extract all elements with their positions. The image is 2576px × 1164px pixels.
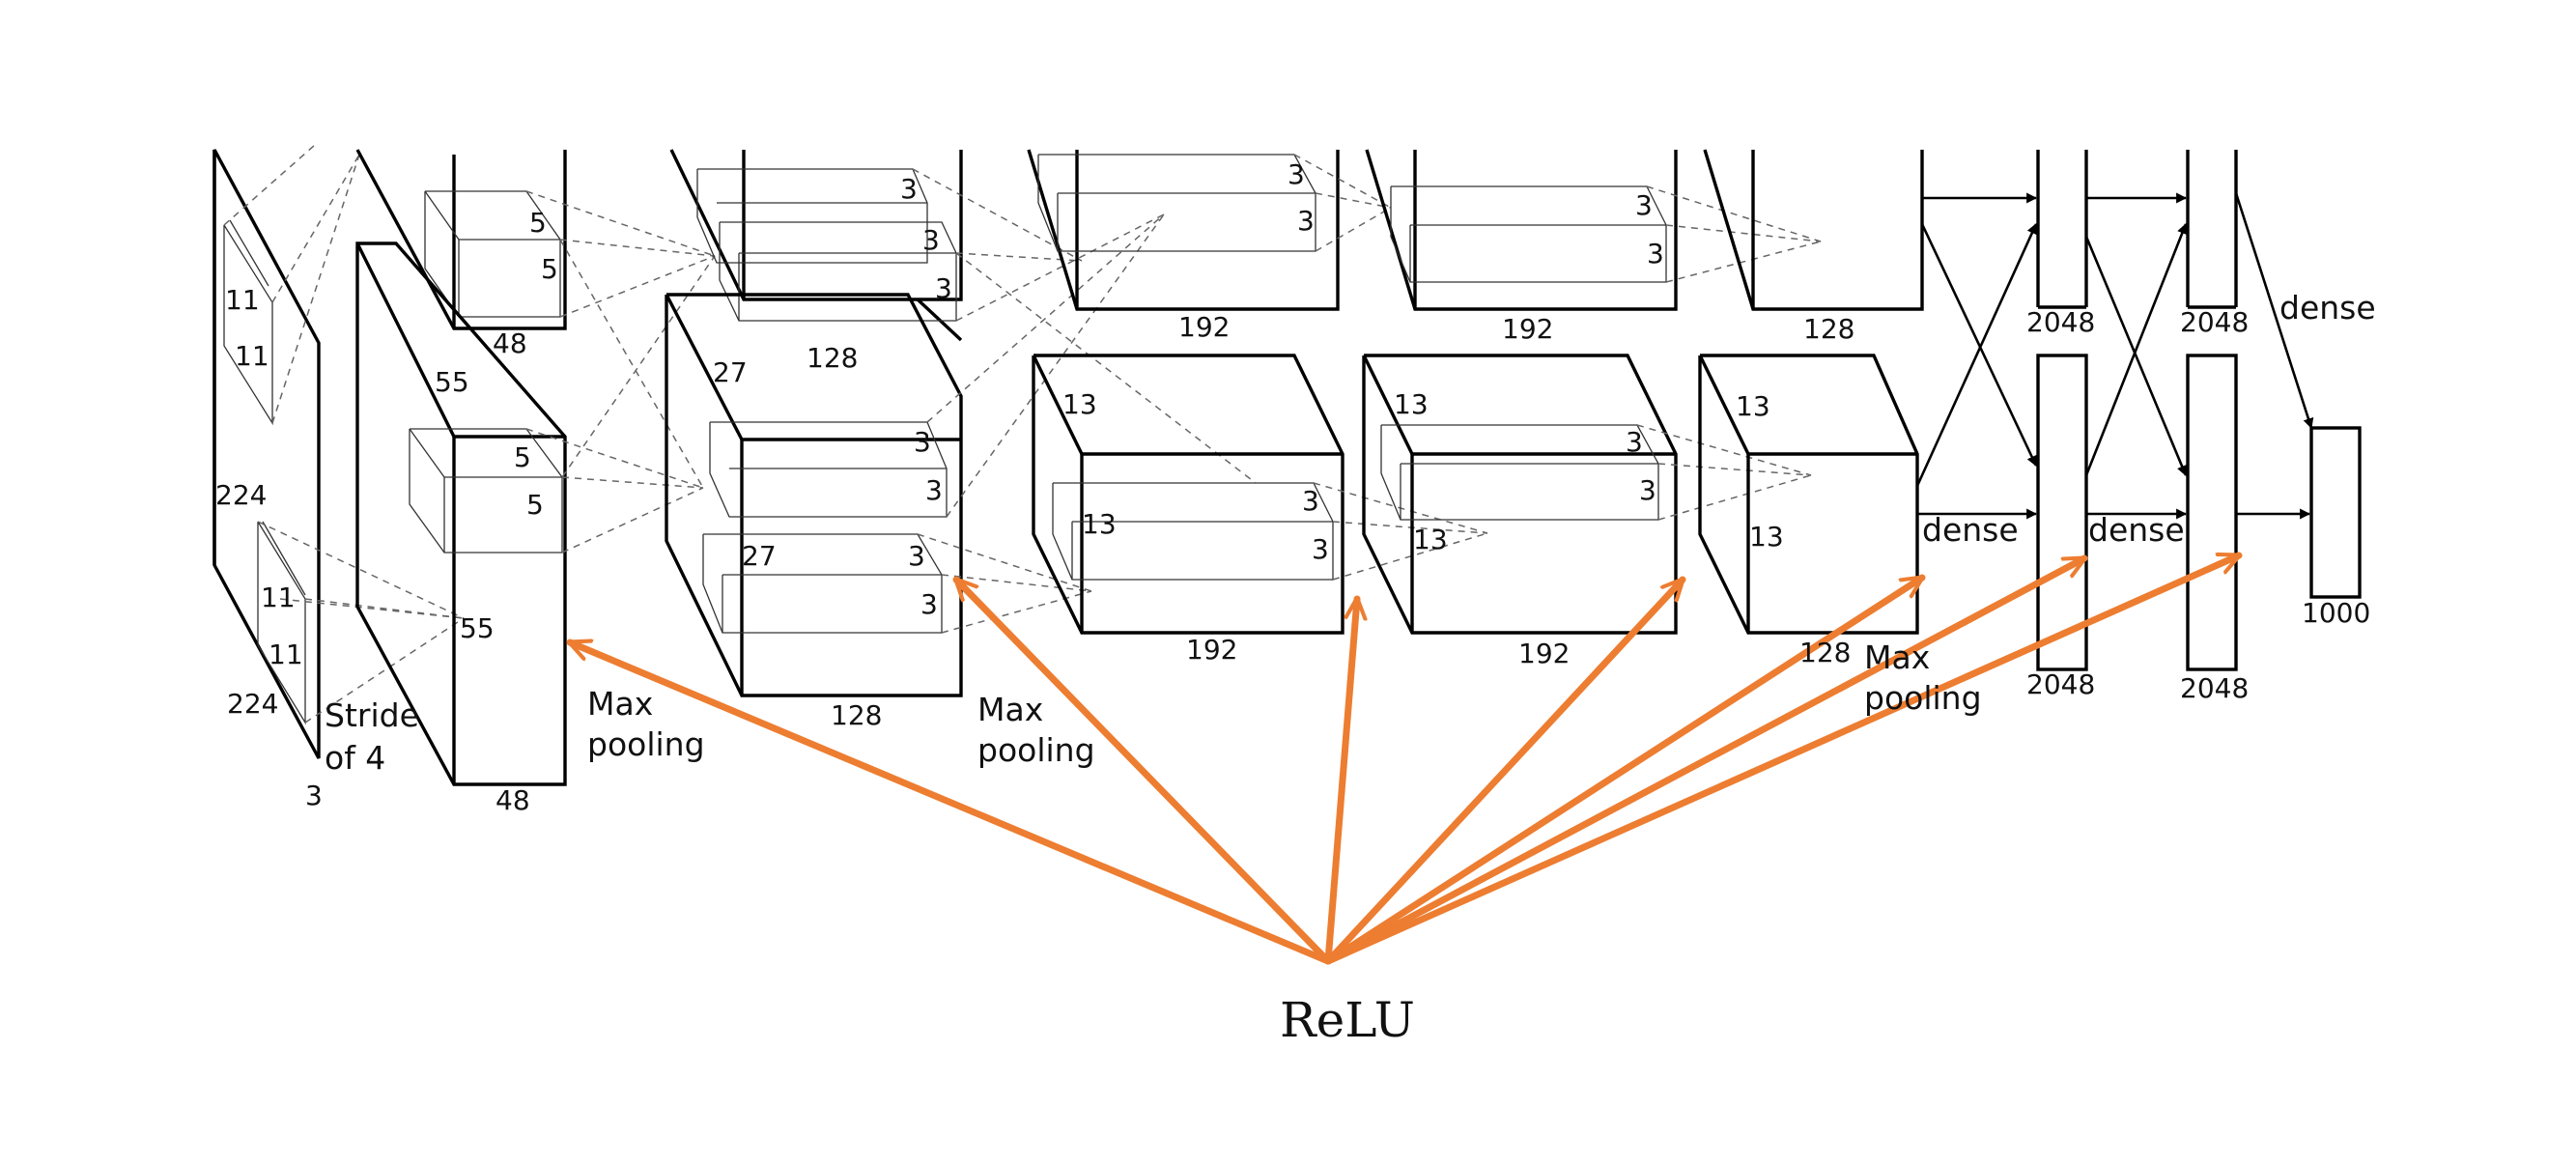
conv4-kernel-label: 3	[1302, 485, 1319, 517]
output-size-label: 1000	[2302, 597, 2370, 629]
conv5-size-label: 13	[1749, 521, 1784, 553]
fc7-size-label: 2048	[2180, 306, 2249, 338]
conv3-size-label: 13	[1062, 388, 1097, 420]
conv1-kernel-label: 11	[261, 582, 296, 613]
stride-label: of 4	[325, 739, 385, 777]
conv3-kernel-label: 3	[922, 224, 940, 256]
max-pooling-label: pooling	[977, 731, 1095, 769]
conv1-kernel-label: 11	[225, 284, 260, 316]
fc7-size-label: 2048	[2180, 672, 2249, 704]
conv5-layer	[1698, 149, 1924, 635]
conv2-kernel-label: 5	[514, 441, 531, 473]
conv1-kernel-label: 11	[235, 340, 269, 372]
relu-arrow-conv2	[952, 576, 1332, 965]
dense-layers	[1915, 150, 2362, 671]
max-pooling-label: Max	[587, 685, 653, 723]
conv5-size-label: 13	[1736, 390, 1770, 422]
dense-label: dense	[2279, 289, 2376, 326]
conv3-kernel-label: 3	[925, 474, 943, 506]
relu-arrow-fc6	[1324, 554, 2088, 965]
conv2-size-label: 27	[742, 540, 777, 572]
conv5-kernel-label: 3	[1639, 474, 1656, 506]
conv4-size-label: 13	[1413, 524, 1448, 555]
conv2-depth-label: 128	[807, 342, 858, 374]
input-depth-label: 3	[305, 780, 323, 811]
conv3-kernel-label: 3	[920, 588, 938, 620]
conv4-kernel-label: 3	[1297, 205, 1315, 237]
conv1-kernel-label: 11	[269, 639, 303, 670]
conv3-depth-label: 192	[1178, 311, 1230, 343]
conv1-size-label: 55	[460, 612, 495, 644]
conv4-kernel-label: 3	[1312, 533, 1329, 565]
relu-arrow-conv3	[1324, 595, 1357, 965]
conv3-layer	[1027, 149, 1488, 635]
conv4-depth-label: 192	[1518, 638, 1570, 669]
conv3-kernel-label: 3	[908, 540, 925, 572]
conv5-kernel-label: 3	[1626, 426, 1643, 458]
conv3-kernel-label: 3	[900, 173, 918, 205]
conv2-depth-label: 128	[831, 699, 882, 731]
conv3-depth-label: 192	[1186, 634, 1237, 666]
conv4-size-label: 13	[1394, 388, 1429, 420]
fc6-size-label: 2048	[2026, 306, 2095, 338]
relu-arrow-conv1	[566, 642, 1332, 965]
fc6-size-label: 2048	[2026, 668, 2095, 700]
dense-label: dense	[1922, 511, 2019, 549]
relu-arrow-fc7	[1324, 552, 2243, 965]
text-labels: 224 224 3 11 11 11 11 Stride of 4 55 55 …	[215, 158, 2376, 1048]
conv2-kernel-label: 5	[526, 489, 544, 521]
relu-arrows	[566, 552, 2243, 965]
dense-label: dense	[2088, 511, 2185, 549]
conv3-kernel-label: 3	[935, 272, 952, 304]
max-pooling-label: Max	[1864, 639, 1930, 676]
stride-label: Stride	[325, 696, 419, 734]
conv3-kernel-label: 3	[914, 426, 931, 458]
conv5-kernel-label: 3	[1635, 189, 1653, 221]
conv5-depth-label: 128	[1803, 313, 1854, 345]
conv2-kernel-label: 5	[541, 253, 558, 285]
relu-caption: ReLU	[1280, 992, 1415, 1048]
input-width-label: 224	[227, 688, 278, 720]
max-pooling-label: pooling	[587, 725, 705, 763]
conv4-kernel-label: 3	[1288, 158, 1305, 190]
conv3-size-label: 13	[1082, 508, 1117, 540]
conv4-depth-label: 192	[1502, 313, 1553, 345]
max-pooling-label: Max	[977, 691, 1043, 728]
conv1-depth-label: 48	[493, 327, 527, 359]
conv1-layer	[355, 149, 716, 786]
conv5-kernel-label: 3	[1647, 238, 1664, 270]
conv2-layer	[665, 149, 1257, 697]
conv5-depth-label: 128	[1799, 637, 1851, 668]
input-layer	[212, 144, 465, 759]
max-pooling-label: pooling	[1864, 679, 1982, 717]
input-height-label: 224	[215, 479, 267, 511]
conv2-size-label: 27	[713, 356, 748, 388]
conv1-size-label: 55	[435, 366, 469, 398]
relu-arrow-conv4	[1324, 576, 1686, 965]
conv1-depth-label: 48	[495, 784, 530, 816]
relu-arrow-conv5	[1324, 574, 1926, 965]
conv4-layer	[1362, 149, 1822, 635]
conv2-kernel-label: 5	[529, 207, 547, 239]
